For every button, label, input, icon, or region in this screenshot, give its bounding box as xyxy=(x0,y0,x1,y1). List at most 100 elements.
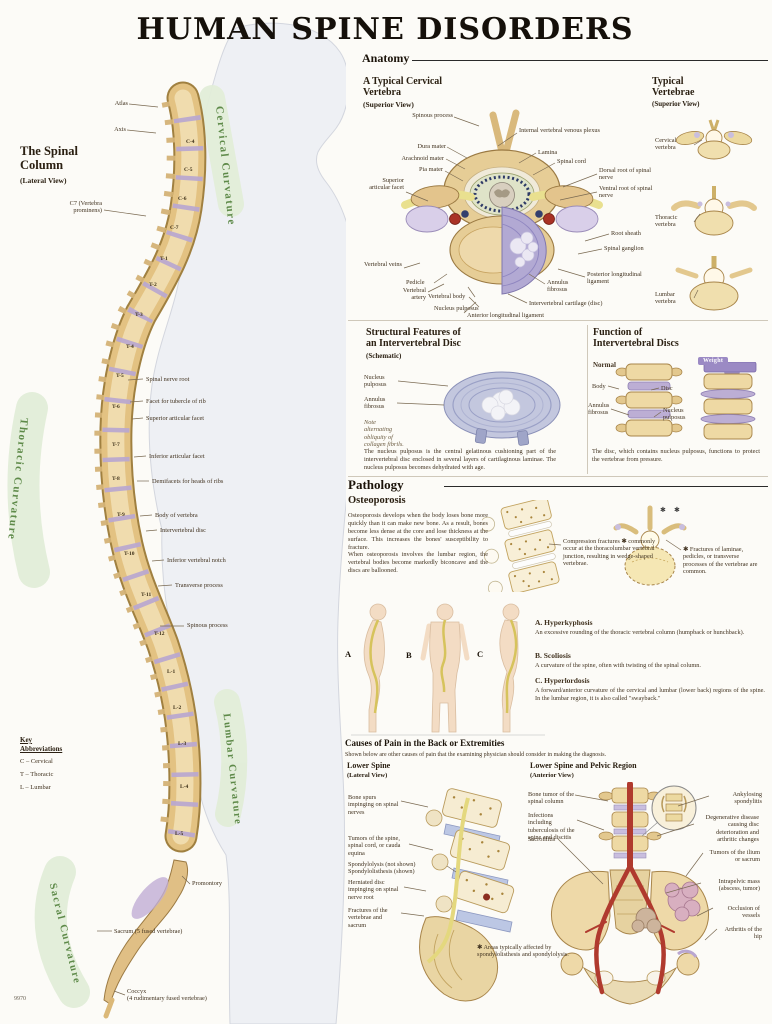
porous-vertebra-1 xyxy=(482,500,552,537)
spine xyxy=(94,81,207,1019)
divider-1 xyxy=(348,320,768,321)
venous-plexus-ring xyxy=(473,175,531,213)
level-t7: T-7 xyxy=(112,442,120,448)
level-c6: C-6 xyxy=(178,196,187,202)
deformity-b-desc: A curvature of the spine, often with twi… xyxy=(535,662,701,669)
label-intervertebral-disc: Intervertebral disc xyxy=(160,527,206,534)
section-header-pathology: Pathology xyxy=(348,477,404,492)
spinal-column-subheading: (Lateral View) xyxy=(20,176,67,185)
ds-body-text: The nucleus pulposus is the central gela… xyxy=(364,448,556,471)
left-iliac-wing xyxy=(550,870,611,951)
fractured-vertebra-illustration xyxy=(613,505,687,586)
level-t2: T-2 xyxy=(149,282,157,288)
ls-footnote: ✱ Areas typically affected by spondyloli… xyxy=(477,944,569,959)
level-c5: C-5 xyxy=(184,167,193,173)
cv-label-posterior-ligament: Posterior longitudinal ligament xyxy=(587,271,642,286)
intrapelvic-mass xyxy=(631,907,662,934)
deformity-a-desc: An excessive rounding of the thoracic ve… xyxy=(535,629,745,636)
df-label-annulus: Annulus fibrosus xyxy=(588,402,610,417)
tv-label-thoracic: Thoracic vertebra xyxy=(655,214,678,229)
pv-label-intrapelvic-mass: Intrapelvic mass (abscess, tumor) xyxy=(718,878,760,893)
key-thoracic: T – Thoracic xyxy=(20,771,54,778)
figure-letter-a: A xyxy=(345,649,352,659)
cv-label-pedicle: Pedicle xyxy=(406,279,425,286)
figure-hyperlordosis xyxy=(499,603,520,733)
weight-stack xyxy=(700,362,757,440)
label-facet-tubercle: Facet for tubercle of rib xyxy=(146,398,206,405)
deformity-c-name: C. Hyperlordosis xyxy=(535,676,590,685)
key-lumbar: L – Lumbar xyxy=(20,784,51,791)
label-transverse-process: Transverse process xyxy=(175,582,223,589)
lower-spine-heading: Lower Spine xyxy=(347,761,391,770)
cv-label-dorsal-root: Dorsal root of spinal nerve xyxy=(599,167,651,182)
pelvic-subheading: (Anterior View) xyxy=(530,772,574,779)
ls-label-herniated-disc: Herniated disc impinging on spinal nerve… xyxy=(348,879,399,901)
spinal-nerve-shape xyxy=(426,797,470,964)
fracture-asterisk-1: ✱ xyxy=(660,506,666,514)
figure-letter-c: C xyxy=(477,649,484,659)
typical-vertebrae-subheading: (Superior View) xyxy=(652,100,700,108)
compression-note: Compression fractures ✱ commonly occur a… xyxy=(563,538,656,568)
label-promontory: Promontory xyxy=(192,880,223,887)
ls-label-bone-spurs: Bone spurs impinging on spinal nerves xyxy=(348,794,399,816)
cv-label-dura-mater: Dura mater xyxy=(417,143,447,150)
cv-label-annulus-fibrosus: Annulus fibrosus xyxy=(547,279,569,294)
label-axis: Axis xyxy=(114,126,126,133)
df-body-text: The disc, which contains nucleus pulposu… xyxy=(592,448,760,463)
cv-label-root-sheath: Root sheath xyxy=(611,230,641,237)
key-cervical: C – Cervical xyxy=(20,758,53,765)
pv-label-infections: Infections including tuberculosis of the… xyxy=(528,812,575,842)
causes-intro: Shown below are other causes of pain tha… xyxy=(345,752,607,758)
porous-vertebra-3 xyxy=(487,561,560,592)
label-atlas: Atlas xyxy=(114,100,128,107)
ds-label-annulus: Annulus fibrosus xyxy=(364,396,386,411)
deformity-c-desc: A forward/anterior curvature of the cerv… xyxy=(535,687,765,702)
normal-stack xyxy=(615,363,683,437)
divider-vertical xyxy=(587,325,588,474)
lower-spine-illustration xyxy=(419,788,515,1002)
label-spinous-process: Spinous process xyxy=(187,622,228,629)
label-demifacets: Demifacets for heads of ribs xyxy=(152,478,224,485)
level-l2: L-2 xyxy=(173,705,182,711)
fracture-asterisk-2: ✱ xyxy=(674,506,680,514)
cv-label-lamina: Lamina xyxy=(538,149,558,156)
ls-label-fractures: Fractures of the vertebrae and sacrum xyxy=(348,907,388,929)
cervical-vertebra-subheading: (Superior View) xyxy=(363,100,414,109)
df-normal-label: Normal xyxy=(593,361,616,369)
deformity-figures-illustration xyxy=(351,603,545,736)
divider-2 xyxy=(348,476,768,477)
poster-title: HUMAN SPINE DISORDERS xyxy=(136,12,634,47)
cv-label-ventral-root: Ventral root of spinal nerve xyxy=(599,185,653,200)
level-t4: T-4 xyxy=(126,344,134,350)
typical-vertebrae-heading: Typical Vertebrae xyxy=(652,76,695,99)
lumbar-vertebra-glyph xyxy=(675,256,753,311)
level-l4: L-4 xyxy=(180,784,189,790)
cv-label-pia-mater: Pia mater xyxy=(419,166,443,173)
pv-label-hip-arthritis: Arthritis of the hip xyxy=(724,926,762,941)
spinous-process-shape xyxy=(489,109,520,156)
left-facet xyxy=(405,205,449,233)
level-t1: T-1 xyxy=(160,256,168,262)
cv-label-arachnoid-mater: Arachnoid mater xyxy=(401,155,445,162)
typical-vertebrae-illustration xyxy=(671,119,757,311)
ls-label-spondylolysis: Spondylolysis (not shown) Spondylolisthe… xyxy=(348,861,416,876)
label-sacrum: Sacrum (5 fused vertebrae) xyxy=(114,928,183,935)
label-superior-facet: Superior articular facet xyxy=(146,415,205,422)
level-l5: L-5 xyxy=(175,831,184,837)
cv-label-anterior-ligament: Anterior longitudinal ligament xyxy=(467,312,544,319)
level-t12: T-12 xyxy=(154,631,165,637)
hip-arthritis-shape xyxy=(677,949,698,958)
tv-label-lumbar: Lumbar vertebra xyxy=(655,291,676,306)
fracture-note: ✱ Fractures of laminae, pedicles, or tra… xyxy=(683,546,758,576)
lower-spine-subheading: (Lateral View) xyxy=(347,772,388,779)
disc-schematic-illustration xyxy=(443,371,561,446)
label-inferior-facet: Inferior articular facet xyxy=(149,453,205,460)
key-heading: Key Abbreviations xyxy=(20,736,63,753)
figure-hyperkyphosis xyxy=(363,603,387,733)
pathology-rule xyxy=(444,486,768,487)
vertebral-artery-shape xyxy=(449,213,461,225)
section-header-anatomy: Anatomy xyxy=(362,51,410,65)
pv-label-bone-tumor: Bone tumor of the spinal column xyxy=(528,791,574,806)
df-label-nucleus: Nucleus pulposus xyxy=(663,407,686,422)
